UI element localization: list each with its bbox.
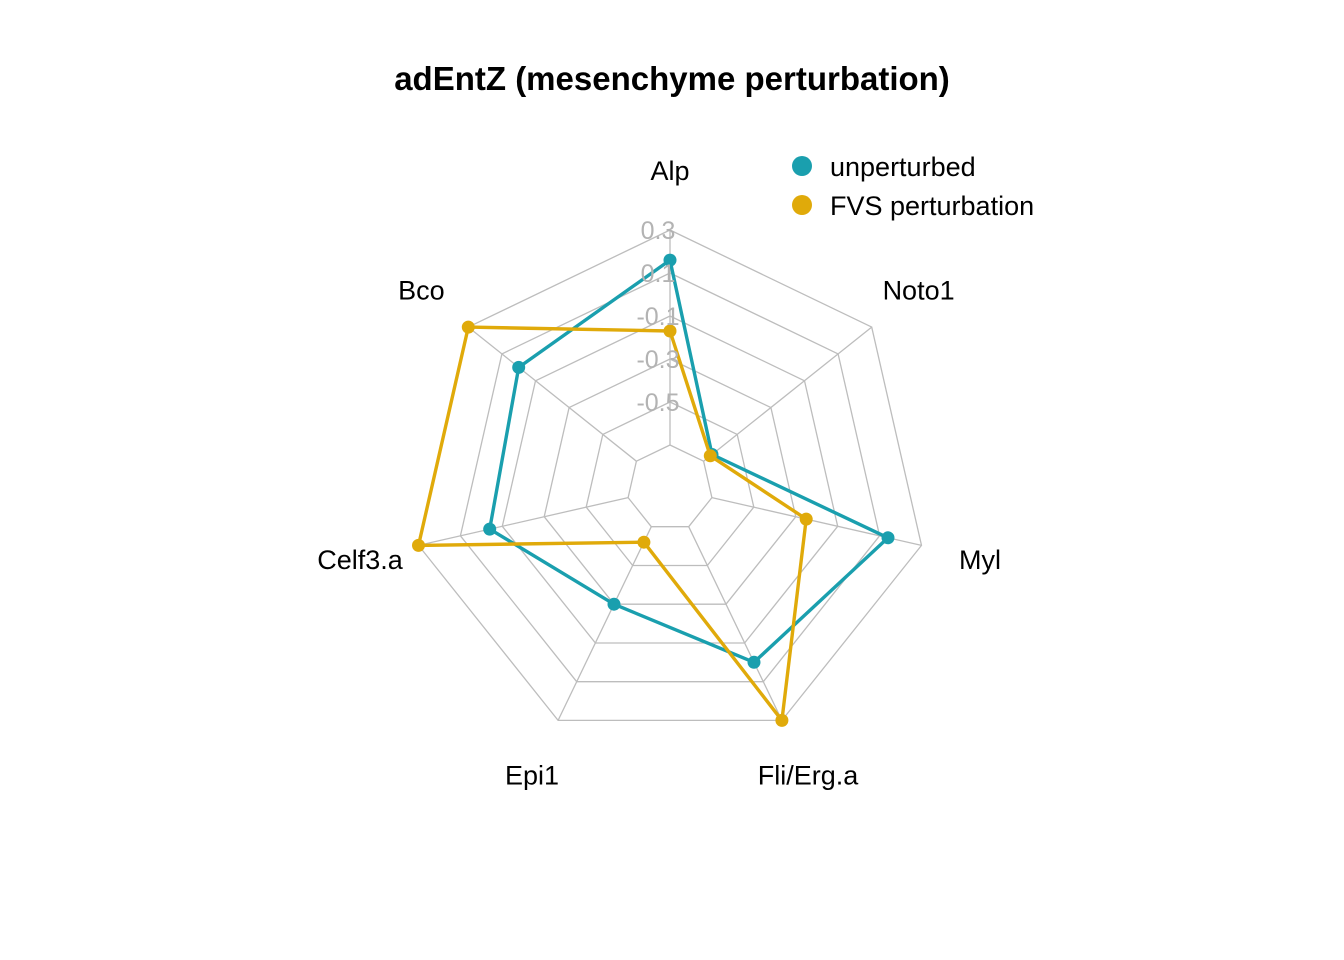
grid-ring: [459, 272, 881, 683]
legend-marker-unperturbed: [792, 156, 812, 176]
point-unperturbed-alp: [663, 253, 677, 267]
axis-label-celf3-a: Celf3.a: [317, 545, 404, 575]
radar-grid: [417, 229, 923, 722]
legend-label-unperturbed: unperturbed: [830, 152, 976, 182]
spoke-fli-erg-a: [688, 526, 783, 721]
chart-title: adEntZ (mesenchyme perturbation): [394, 60, 950, 97]
point-fvs-perturbation-noto1: [703, 449, 717, 463]
spoke-epi1: [557, 526, 652, 721]
point-fvs-perturbation-celf3-a: [412, 538, 425, 552]
grid-ring: [543, 358, 797, 605]
tick-label: -0.3: [636, 346, 679, 374]
point-fvs-perturbation-alp: [663, 324, 677, 338]
point-fvs-perturbation-bco: [461, 320, 475, 334]
spoke-celf3-a: [418, 496, 629, 547]
grid-ring: [627, 444, 713, 528]
tick-label: -0.5: [636, 389, 679, 417]
radial-ticks: 0.3 0.1 -0.1 -0.3 -0.5: [636, 217, 679, 417]
point-unperturbed-myl: [881, 531, 895, 545]
legend-label-fvs-perturbation: FVS perturbation: [830, 191, 1034, 221]
spoke-bco: [467, 326, 637, 462]
series-line-unperturbed: [488, 258, 890, 664]
series-line-fvs-perturbation: [416, 325, 808, 723]
tick-label: 0.1: [641, 260, 676, 288]
point-fvs-perturbation-fli-erg-a: [775, 713, 789, 727]
legend-marker-fvs-perturbation: [792, 195, 812, 215]
axis-label-myl: Myl: [959, 545, 1001, 575]
point-fvs-perturbation-myl: [799, 512, 813, 526]
axis-label-noto1: Noto1: [883, 276, 955, 306]
point-fvs-perturbation-epi1: [637, 535, 651, 549]
radar-series: [412, 253, 895, 727]
axis-label-alp: Alp: [650, 156, 689, 186]
grid-ring: [501, 315, 839, 644]
spoke-noto1: [703, 326, 873, 462]
tick-label: -0.1: [636, 303, 679, 331]
point-unperturbed-epi1: [607, 597, 621, 611]
grid-ring: [585, 401, 755, 567]
axis-label-bco: Bco: [398, 276, 445, 306]
point-unperturbed-bco: [512, 360, 526, 374]
point-unperturbed-celf3-a: [483, 522, 497, 536]
point-unperturbed-fli-erg-a: [747, 655, 761, 669]
tick-label: 0.3: [641, 217, 676, 245]
axis-label-fli-erg-a: Fli/Erg.a: [758, 761, 860, 791]
axis-label-epi1: Epi1: [505, 761, 559, 791]
